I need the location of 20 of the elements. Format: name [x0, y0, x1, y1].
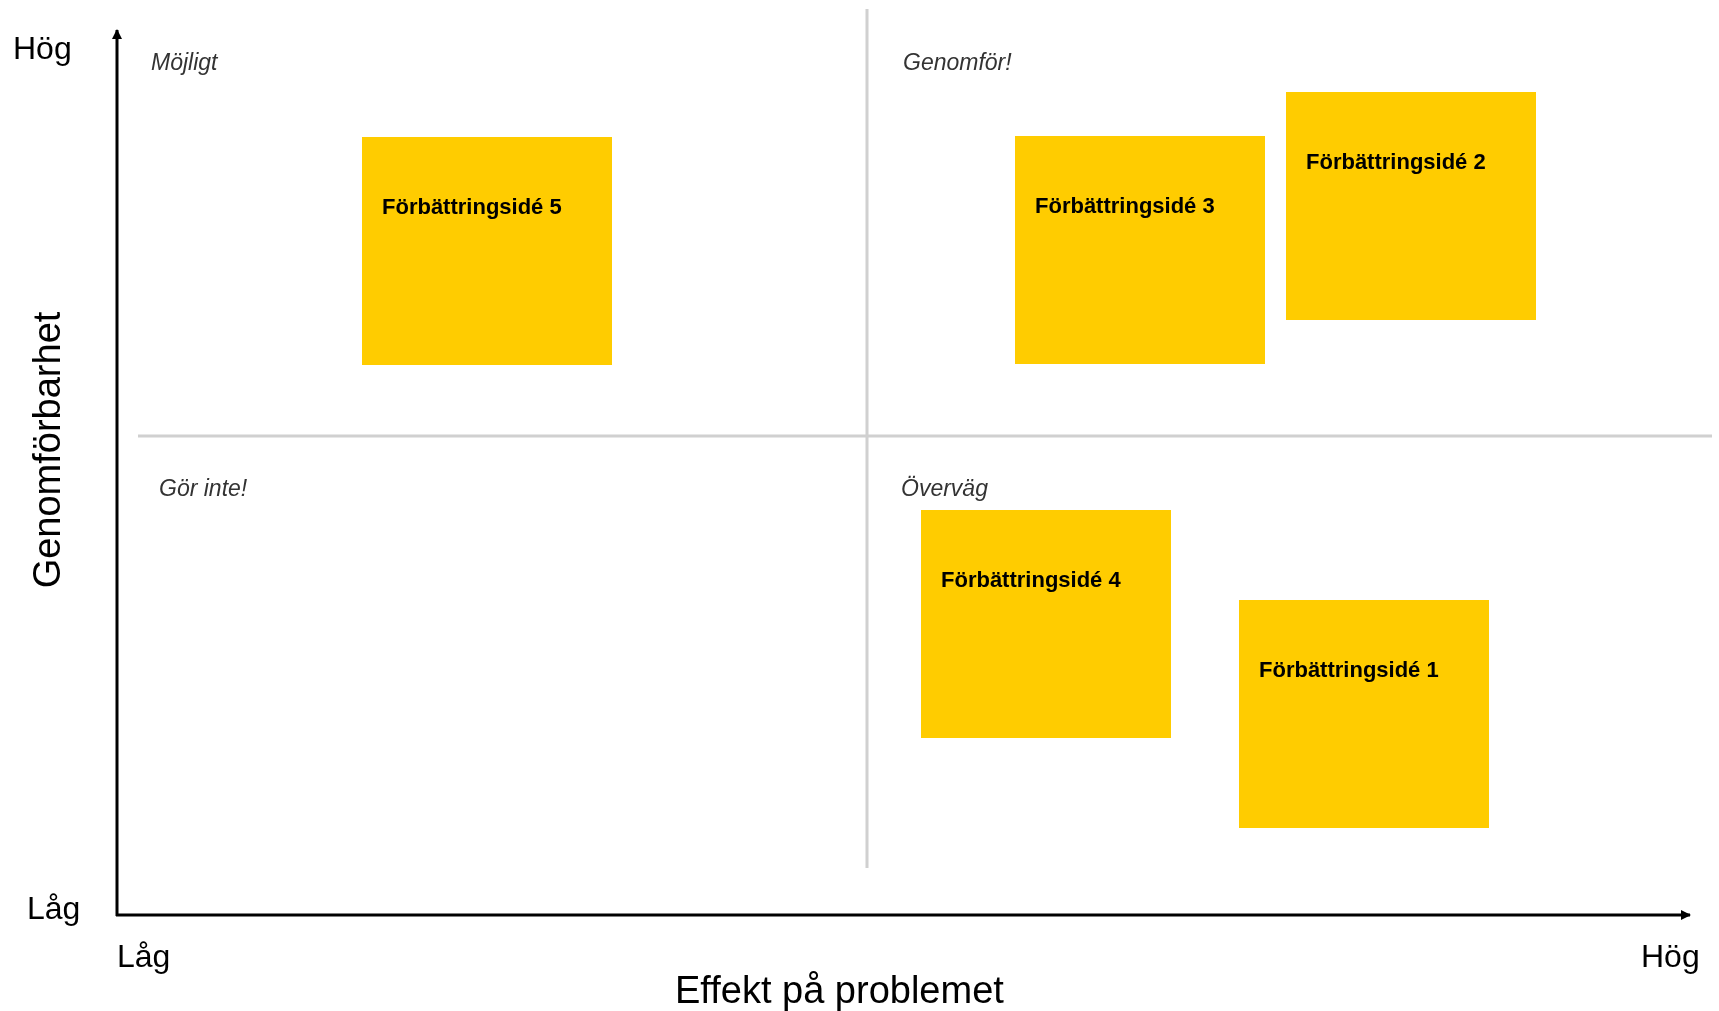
sticky-note [1286, 92, 1536, 320]
quadrant-label: Gör inte! [159, 474, 248, 503]
axis-low-label: Låg [27, 889, 81, 928]
quadrant-label: Möjligt [151, 48, 218, 77]
sticky-note [1015, 136, 1265, 364]
quadrant-label: Överväg [901, 474, 988, 503]
note-text: Förbättringsidé 1 [1259, 656, 1439, 684]
note-text: Förbättringsidé 5 [382, 193, 562, 221]
note-text: Förbättringsidé 3 [1035, 192, 1215, 220]
note-text: Förbättringsidé 4 [941, 566, 1121, 594]
quadrant-label: Genomför! [903, 48, 1012, 77]
axis-title: Effekt på problemet [675, 968, 1004, 1011]
axis-low-label: Låg [117, 937, 171, 976]
axis-high-label: Hög [13, 29, 72, 68]
sticky-note [362, 137, 612, 365]
axis-high-label: Hög [1641, 937, 1700, 976]
note-text: Förbättringsidé 2 [1306, 148, 1486, 176]
axis-title: Genomförbarhet [24, 311, 69, 589]
sticky-note [1239, 600, 1489, 828]
sticky-note [921, 510, 1171, 738]
